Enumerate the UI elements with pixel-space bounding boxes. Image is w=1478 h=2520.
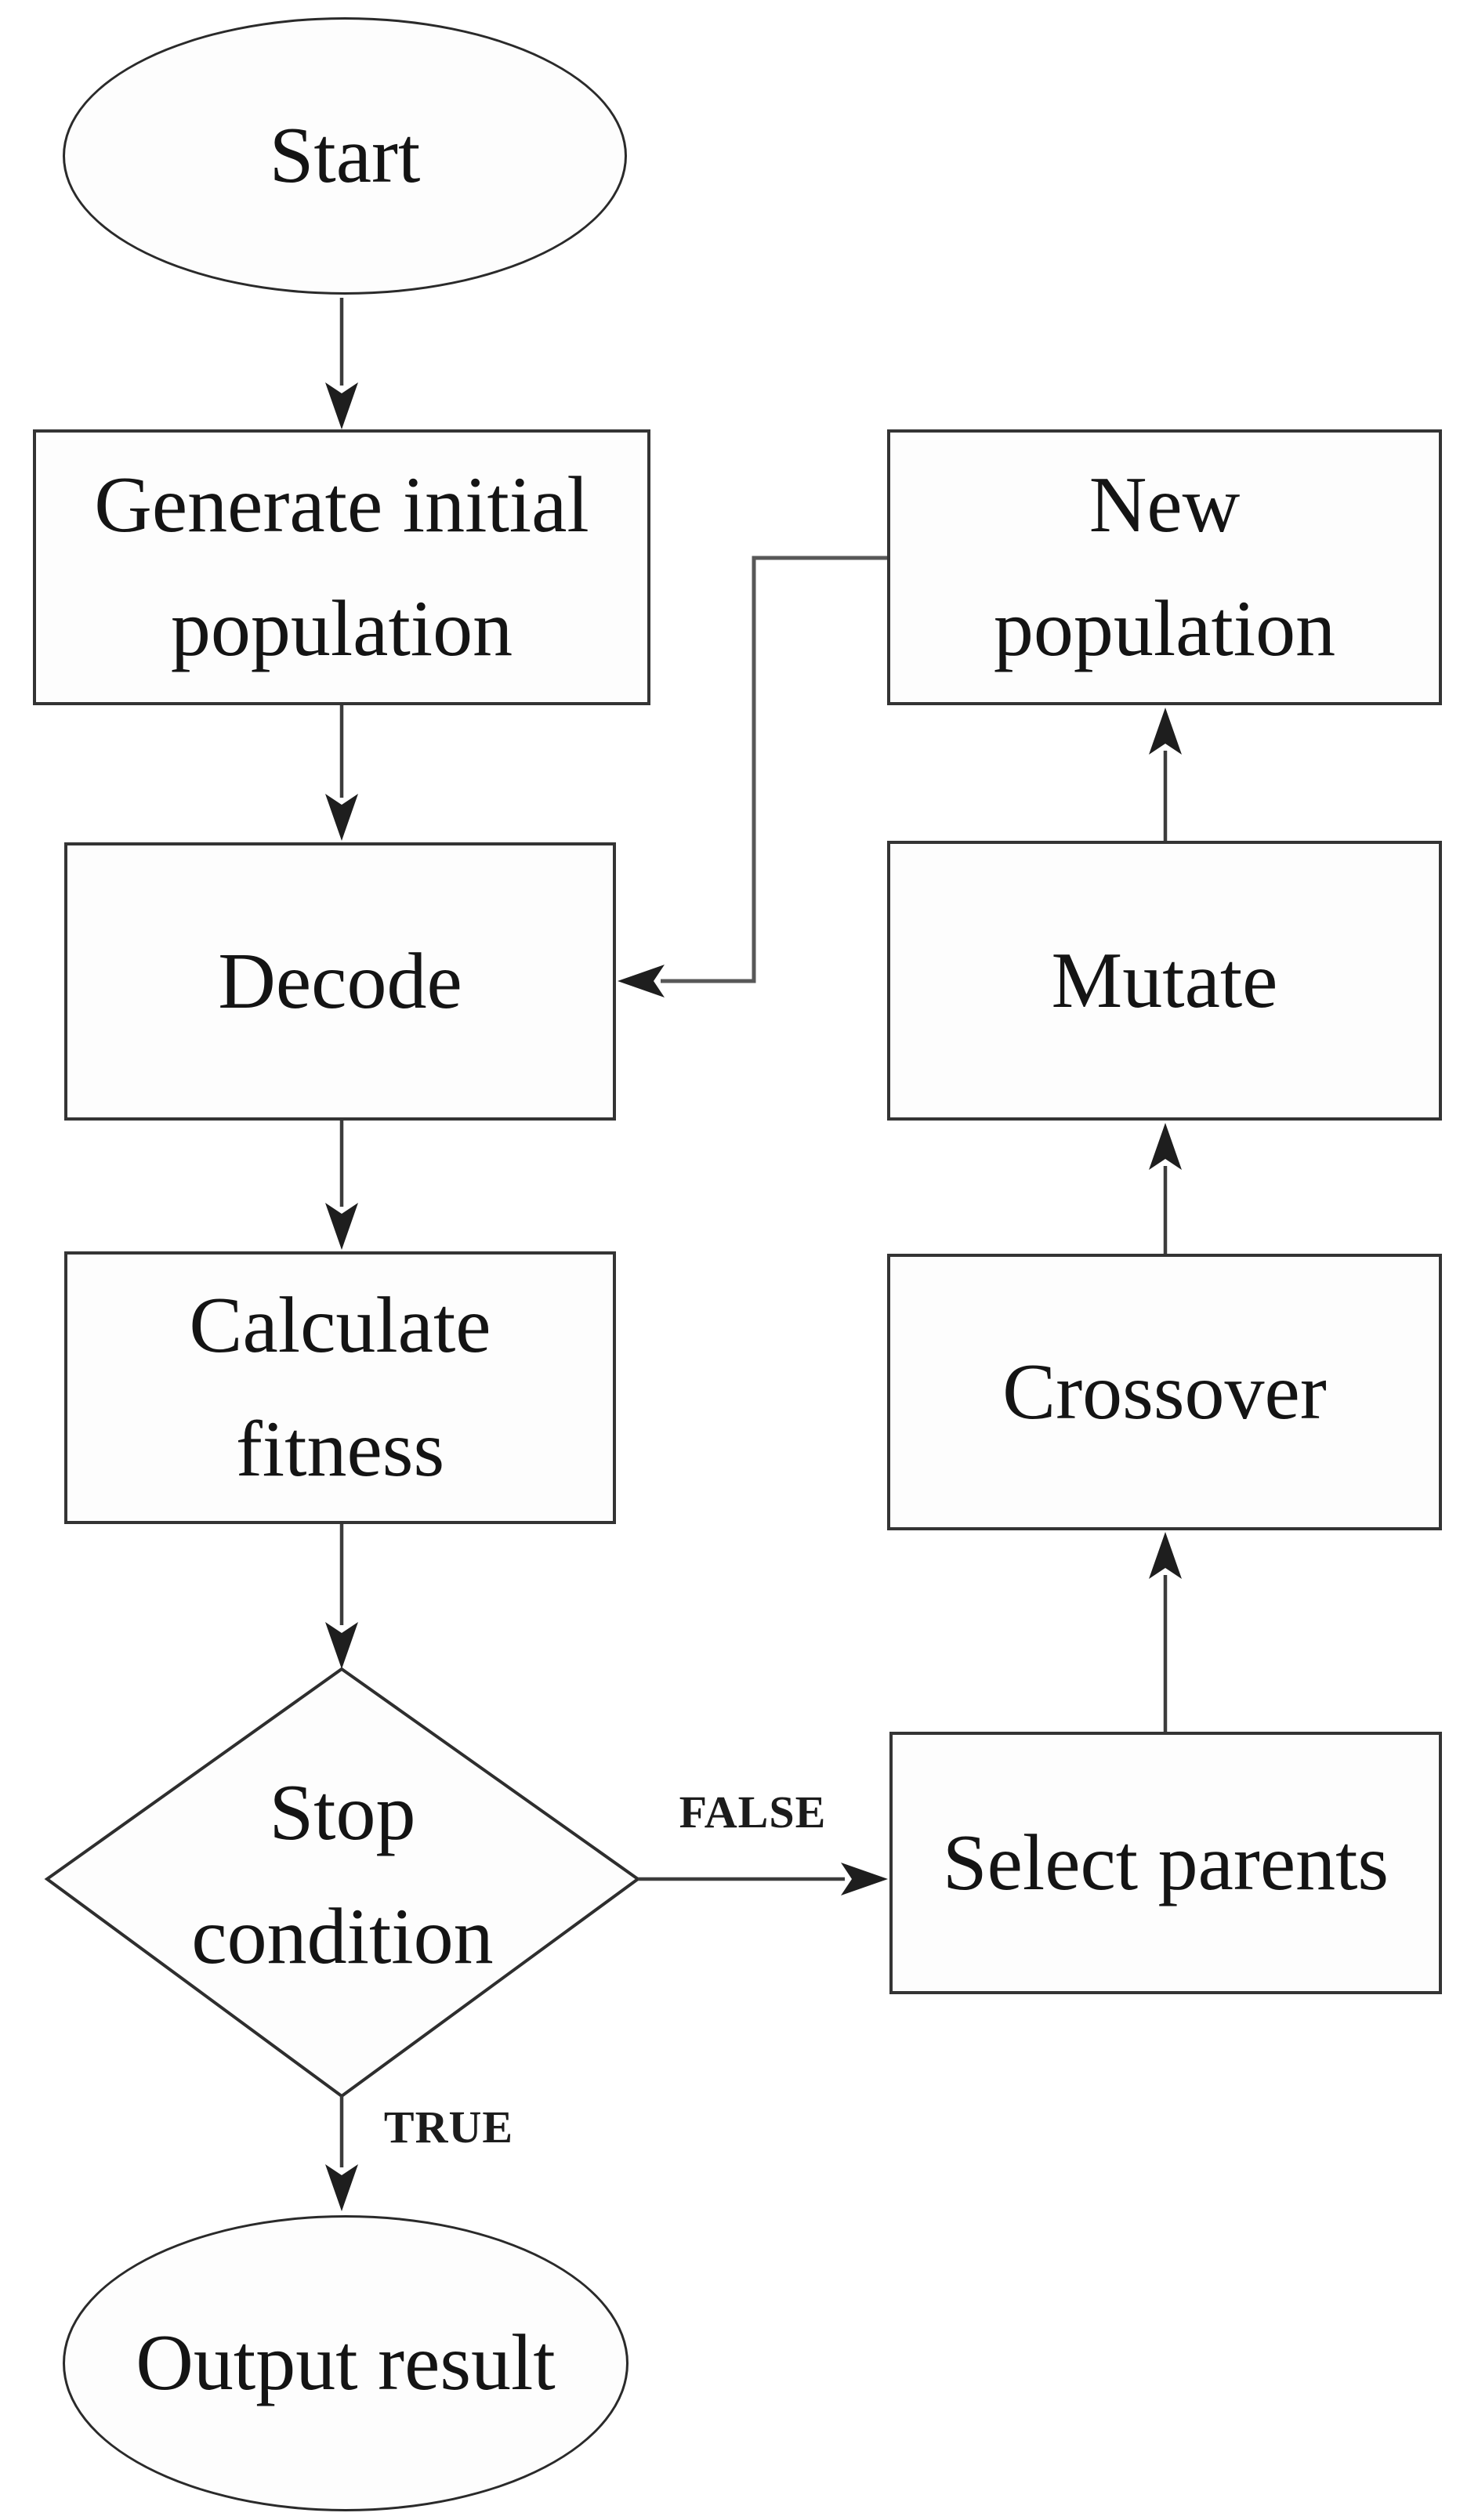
node-output-result-label: Output result xyxy=(136,2319,556,2407)
node-new-population-label-line1: New xyxy=(1089,461,1241,549)
node-start-label: Start xyxy=(269,111,421,200)
node-crossover-label: Crossover xyxy=(1002,1347,1327,1436)
edge-label-true-text: TRUE xyxy=(383,2102,514,2152)
node-decode: Decode xyxy=(64,842,616,1121)
arrowhead-select-crossover xyxy=(1149,1532,1182,1579)
edge-label-false: FALSE xyxy=(649,1788,857,1837)
arrowhead-newpop-decode xyxy=(618,965,665,998)
node-calculate-label-line2: fitness xyxy=(235,1405,445,1494)
node-select-parents: Select parents xyxy=(889,1732,1442,1994)
node-output-result: Output result xyxy=(63,2215,629,2511)
node-new-population-label-line2: population xyxy=(993,585,1336,673)
node-stop-label-line1: Stop xyxy=(269,1768,416,1857)
node-new-population: New population xyxy=(887,429,1442,705)
arrowhead-stop-output xyxy=(325,2164,358,2211)
node-generate-label-line1: Generate initial xyxy=(94,461,589,549)
arrowhead-generate-decode xyxy=(325,794,358,841)
arrowhead-mutate-newpop xyxy=(1149,708,1182,755)
arrowhead-stop-select xyxy=(841,1863,888,1895)
node-decode-label: Decode xyxy=(218,936,462,1026)
node-mutate: Mutate xyxy=(887,841,1442,1121)
node-generate-label-line2: population xyxy=(170,585,513,673)
arrowhead-calculate-stop xyxy=(325,1622,358,1669)
edge-label-true: TRUE xyxy=(360,2103,537,2152)
node-generate-initial-population: Generate initial population xyxy=(33,429,650,705)
node-stop-condition: Stop condition xyxy=(107,1740,578,2010)
arrowhead-decode-calculate xyxy=(325,1203,358,1250)
node-crossover: Crossover xyxy=(887,1254,1442,1530)
arrowhead-start-generate xyxy=(325,382,358,429)
edge-label-false-text: FALSE xyxy=(679,1787,827,1838)
edge-newpop-decode xyxy=(661,556,889,983)
arrowhead-crossover-mutate xyxy=(1149,1123,1182,1170)
node-stop-label-line2: condition xyxy=(191,1892,494,1981)
node-calculate-label-line1: Calculate xyxy=(189,1281,491,1370)
node-start: Start xyxy=(63,17,627,295)
node-select-parents-label: Select parents xyxy=(942,1818,1389,1907)
node-calculate-fitness: Calculate fitness xyxy=(64,1251,616,1524)
node-mutate-label: Mutate xyxy=(1051,936,1278,1025)
